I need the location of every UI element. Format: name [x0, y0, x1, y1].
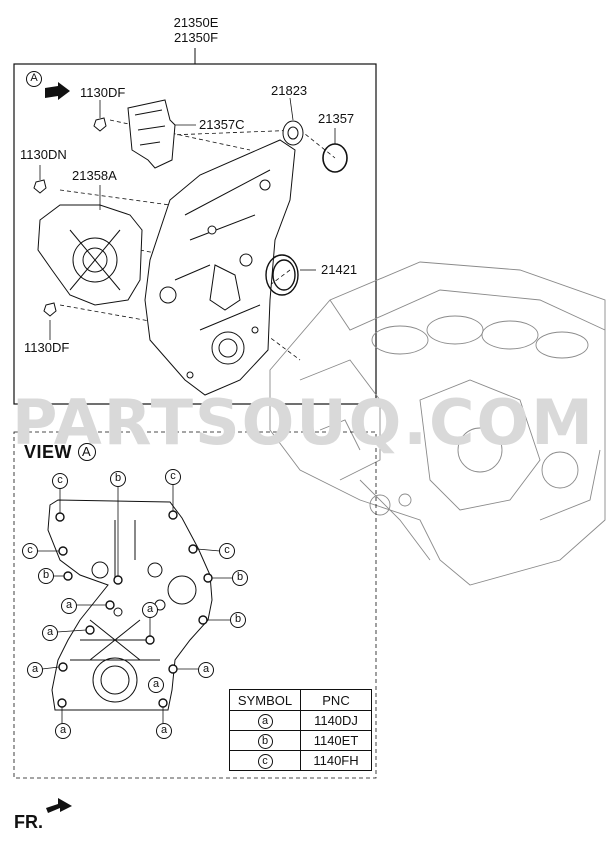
bolt-marker-b: b: [232, 570, 248, 586]
view-a-marker-circle: A: [26, 71, 42, 87]
table-header-row: SYMBOL PNC: [229, 689, 372, 711]
view-title-marker: A: [77, 443, 96, 461]
small-cover-21357C: [127, 99, 176, 169]
view-a-title: VIEW A: [24, 442, 96, 463]
symbol-pnc-table: SYMBOL PNC a 1140DJ b 1140ET c 1140FH: [229, 689, 372, 771]
timing-cover: [144, 139, 296, 396]
view-a-cover-outline: [47, 499, 213, 711]
part-label-21350F: 21350F: [173, 30, 219, 45]
front-label: FR.: [14, 812, 43, 832]
bolt-marker-b: b: [230, 612, 246, 628]
symbol-cell: b: [257, 734, 273, 749]
symbol-cell: c: [257, 754, 273, 769]
bolt-marker-a: a: [156, 723, 172, 739]
front-arrow: [46, 798, 72, 813]
part-label-21358A: 21358A: [72, 168, 117, 183]
pnc-cell: 1140FH: [300, 750, 372, 771]
table-row: c 1140FH: [229, 750, 372, 771]
lower-cover-21358A: [37, 204, 143, 306]
part-label-1130DF-bottom: 1130DF: [24, 340, 70, 355]
bolt-marker-c: c: [219, 543, 235, 559]
table-row: a 1140DJ: [229, 710, 372, 731]
bolt-marker-b: b: [38, 568, 54, 584]
view-title-text: VIEW: [24, 442, 73, 462]
bolt-marker-a: a: [148, 677, 164, 693]
view-a-bolt-heads: [55, 510, 213, 708]
symbol-cell: a: [257, 714, 273, 729]
bolt-marker-b: b: [110, 471, 126, 487]
bolt-marker-c: c: [52, 473, 68, 489]
bolt-marker-a: a: [61, 598, 77, 614]
seal-21823: [282, 120, 304, 146]
bolt-marker-c: c: [165, 469, 181, 485]
bolt-marker-a: a: [198, 662, 214, 678]
seal-21421: [265, 254, 299, 296]
engine-block-outline: [269, 261, 606, 586]
pnc-cell: 1140DJ: [300, 710, 372, 731]
header-symbol: SYMBOL: [229, 689, 301, 711]
bolt-marker-c: c: [22, 543, 38, 559]
pnc-cell: 1140ET: [300, 730, 372, 751]
bolts: [33, 117, 107, 317]
view-arrow: [45, 82, 70, 100]
bolt-marker-a: a: [55, 723, 71, 739]
view-a-frame: [13, 431, 377, 779]
part-label-1130DF-top: 1130DF: [80, 85, 126, 100]
bolt-marker-a: a: [142, 602, 158, 618]
bolt-marker-a: a: [42, 625, 58, 641]
bolt-marker-a: a: [27, 662, 43, 678]
part-label-21421: 21421: [321, 262, 358, 277]
part-label-21350E: 21350E: [173, 15, 219, 30]
table-row: b 1140ET: [229, 730, 372, 751]
part-label-21357C: 21357C: [199, 117, 245, 132]
part-label-21357: 21357: [318, 111, 355, 126]
part-label-21823: 21823: [271, 83, 308, 98]
header-pnc: PNC: [300, 689, 372, 711]
part-label-1130DN: 1130DN: [20, 147, 67, 162]
watermark: PARTSOUQ.COM: [12, 386, 595, 459]
